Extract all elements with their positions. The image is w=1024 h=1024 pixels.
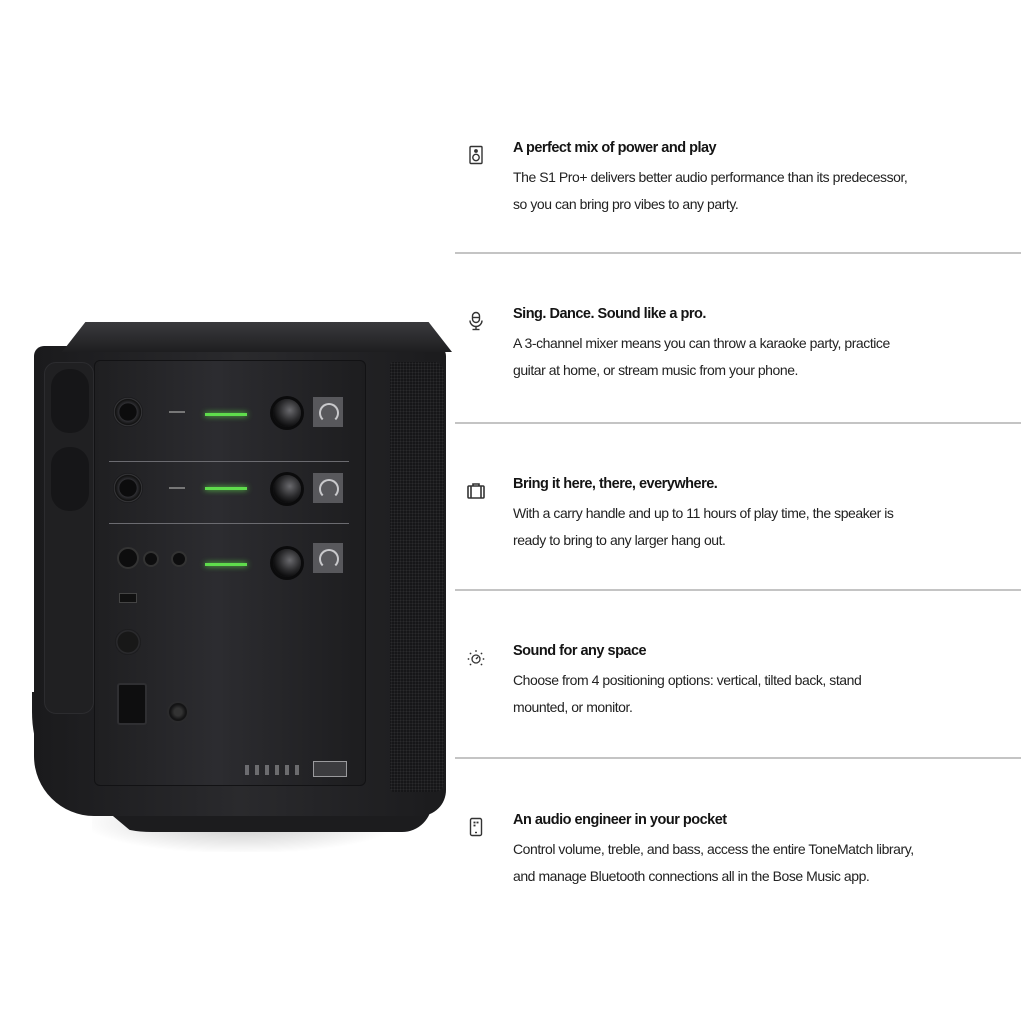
microphone-icon [465,310,487,332]
feature-description: With a carry handle and up to 11 hours o… [513,505,894,548]
power-button [167,701,189,723]
phone-app-icon [465,816,487,838]
feature-title: Sound for any space [513,643,647,659]
channel-3-knob [273,549,301,577]
line-out-xlr [115,629,141,655]
headphone-jack [171,551,187,567]
channel-divider [109,523,349,524]
feature-description: A 3-channel mixer means you can throw a … [513,335,890,378]
feature-title: A perfect mix of power and play [513,140,717,156]
channel-1-led [205,413,247,416]
feature-title: Bring it here, there, everywhere. [513,476,718,492]
channel-1-knob [273,399,301,427]
aux-jack [117,547,139,569]
speaker-port [51,369,89,433]
regulatory-label [313,761,347,777]
feature-description: Choose from 4 positioning options: verti… [513,672,862,715]
channel-2-knob [273,475,301,503]
feature-description: The S1 Pro+ delivers better audio perfor… [513,169,908,212]
speaker-top [62,322,452,352]
feature-title: Sing. Dance. Sound like a pro. [513,306,706,322]
channel-3-led [205,563,247,566]
channel-3-tonematch-button [313,543,343,573]
input-label [169,487,185,489]
regulatory-marks [245,765,305,775]
channel-1-tonematch-button [313,397,343,427]
divider [455,422,1021,424]
feature-description: Control volume, treble, and bass, access… [513,841,914,884]
sun-dial-icon [465,647,487,669]
channel-2-led [205,487,247,490]
channel-2-tonematch-button [313,473,343,503]
feature-title: An audio engineer in your pocket [513,812,727,828]
usb-port [119,593,137,603]
speaker-icon [465,144,487,166]
speaker-side-panel [44,362,94,714]
aux-jack-small [143,551,159,567]
channel-1-combo-jack [113,397,143,427]
speaker-product-image [32,322,452,852]
divider [455,252,1021,254]
speaker-port [51,447,89,511]
mixer-panel [94,360,366,786]
input-label [169,411,185,413]
suitcase-icon [465,480,487,502]
speaker-grille [390,362,444,792]
divider [455,757,1021,759]
power-inlet [117,683,147,725]
divider [455,589,1021,591]
channel-divider [109,461,349,462]
channel-2-combo-jack [113,473,143,503]
feature-list: A perfect mix of power and play The S1 P… [455,0,1021,1024]
